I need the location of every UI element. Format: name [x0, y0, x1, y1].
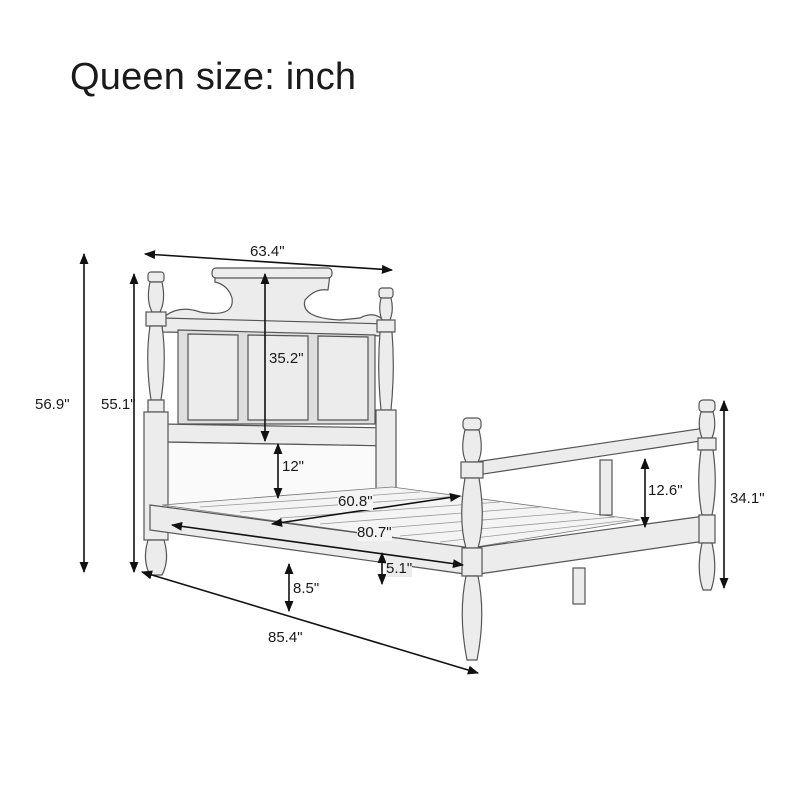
- headboard-right-post: [375, 287, 397, 491]
- label-headboard-width: 63.4": [250, 243, 285, 260]
- footboard-right-post: [697, 399, 717, 591]
- dim-line-63-4: [143, 250, 394, 274]
- footboard-center-spindle: [599, 459, 613, 516]
- headboard: [161, 267, 393, 506]
- label-overall-height: 56.9": [35, 396, 70, 413]
- label-inner-length: 80.7": [357, 524, 392, 541]
- footboard-top-rail: [474, 427, 708, 476]
- label-ground-clearance: 8.5": [293, 580, 320, 597]
- label-headboard-panel-height: 35.2": [269, 350, 304, 367]
- label-footboard-height: 34.1": [730, 490, 765, 507]
- label-overall-length: 85.4": [268, 629, 303, 646]
- label-side-rail-height: 5.1": [386, 560, 413, 577]
- label-footboard-rail-height: 12.6": [648, 482, 683, 499]
- footboard-left-post: [460, 417, 484, 661]
- diagram-title: Queen size: inch: [70, 56, 357, 98]
- center-support-leg: [572, 567, 586, 605]
- dim-line-85-4: [140, 570, 480, 675]
- label-inner-width: 60.8": [338, 493, 373, 510]
- label-headboard-clearance: 12": [282, 458, 305, 475]
- dim-line-60-8: [270, 493, 462, 527]
- label-headboard-post-height: 55.1": [101, 396, 136, 413]
- dim-line-80-7: [170, 521, 465, 569]
